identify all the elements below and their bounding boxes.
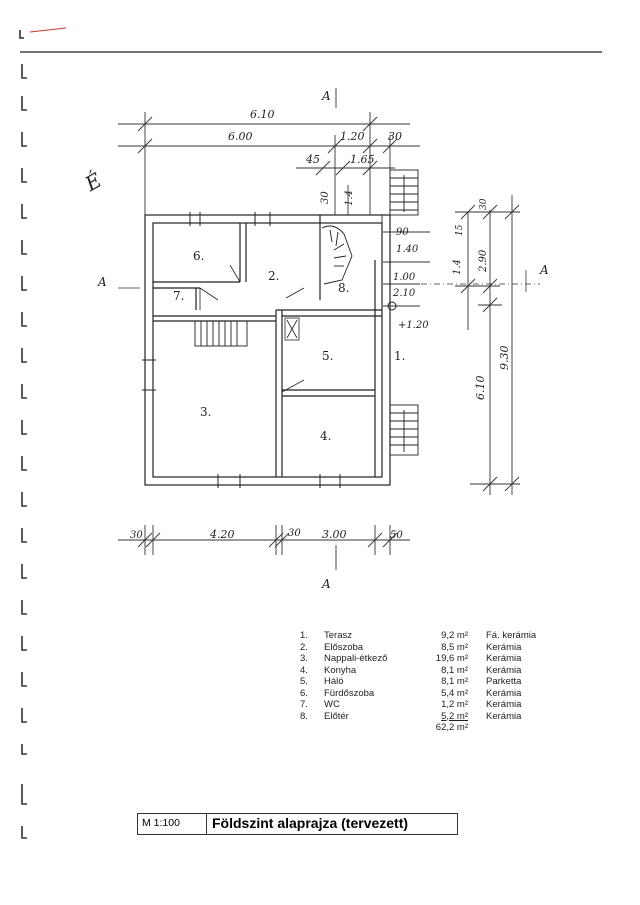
legend-row: 5. Háló 8,1 m² Parketta [296, 676, 540, 688]
legend-material: Kerámia [486, 687, 522, 699]
legend-num: 7. [300, 699, 308, 710]
dim-right-a: 90 [396, 227, 409, 238]
legend-material: Kerámia [486, 653, 522, 664]
north-label: É [80, 168, 106, 197]
section-label-top: A [321, 89, 331, 103]
room-label-2: 2. [268, 269, 279, 283]
legend-material: Kerámia [486, 641, 522, 653]
legend-name: Nappali-étkező [324, 653, 388, 664]
title-block: M 1:100 Földszint alaprajza (tervezett) [137, 813, 458, 835]
building-walls [144, 214, 391, 486]
legend-material: Kerámia [486, 710, 522, 722]
room-label-1: 1. [394, 349, 405, 363]
top-dimensions [118, 88, 420, 215]
legend-name: Előszoba [324, 641, 364, 653]
room-label-3: 3. [200, 405, 211, 419]
legend-area-value: 5,2 m² [441, 710, 468, 722]
legend-material: Kerámia [486, 699, 522, 710]
dim-vert-a: 1.4 [452, 259, 463, 275]
dim-vert-c: 15 [455, 224, 465, 236]
legend-area: 8,1 m² [441, 664, 468, 676]
door-swings [199, 264, 305, 393]
legend-name: WC [324, 699, 340, 710]
section-label-bottom: A [321, 577, 331, 591]
dim-right-d: 2.10 [392, 288, 416, 299]
legend-num: 3. [300, 653, 308, 664]
dim-top-right: 30 [388, 130, 402, 143]
legend-num: 5. [300, 676, 308, 687]
legend-area: 5,4 m² [441, 687, 468, 699]
dim-right-b: 1.40 [396, 244, 419, 255]
dim-top-total: 6.10 [250, 108, 275, 121]
legend-material: Fá. kerámia [486, 630, 537, 641]
room-legend-table: 1. Terasz 9,2 m² Fá. kerámia 2. Előszoba 8,5 … [296, 630, 540, 734]
room-label-4: 4. [320, 429, 331, 443]
legend-name: Fürdőszoba [324, 687, 375, 699]
dim-right-c: 1.00 [393, 272, 416, 283]
legend-material: Kerámia [486, 664, 522, 676]
dim-second-b: 1.65 [350, 153, 375, 166]
legend-name: Előtér [324, 710, 349, 722]
legend-material: Parketta [486, 676, 522, 687]
dim-top-mid: 1.20 [340, 130, 365, 143]
legend-area: 19,6 m² [435, 653, 468, 664]
legend-row: 3. Nappali-étkező 19,6 m² Kerámia [296, 653, 540, 665]
legend-row: 4. Konyha 8,1 m² Kerámia [296, 665, 540, 677]
bottom-dimensions [118, 525, 410, 570]
dim-bottom-e: 50 [390, 530, 403, 541]
legend-total: 62,2 m² [435, 722, 468, 733]
right-dimensions [383, 195, 520, 495]
section-label-right: A [539, 263, 549, 277]
legend-num: 2. [300, 641, 308, 653]
dim-top-left: 6.00 [228, 130, 253, 143]
legend-name: Háló [324, 676, 344, 687]
elevation-marker [387, 301, 397, 311]
dim-bottom-b: 4.20 [209, 528, 235, 541]
legend-area: 1,2 m² [441, 699, 468, 710]
legend-num: 6. [300, 687, 308, 699]
interior-stairs [194, 225, 353, 347]
dim-stair-b: 1.4 [344, 190, 355, 206]
binder-marks [19, 30, 27, 839]
section-label-left: A [97, 275, 107, 289]
dim-vert-e: 9.30 [498, 346, 511, 371]
legend-row: 1. Terasz 9,2 m² Fá. kerámia [296, 630, 540, 642]
dim-bottom-c: 30 [288, 528, 301, 539]
room-label-5: 5. [322, 349, 333, 363]
room-label-8: 8. [338, 281, 349, 295]
dim-bottom-d: 3.00 [322, 528, 347, 541]
legend-total-row: 62,2 m² [296, 722, 540, 734]
room-label-6: 6. [193, 249, 204, 263]
legend-num: 4. [300, 664, 308, 676]
section-line [118, 270, 540, 292]
legend-num: 1. [300, 630, 308, 641]
legend-row: 6. Fürdőszoba 5,4 m² Kerámia [296, 688, 540, 700]
dim-second-a: 45 [305, 153, 320, 166]
room-label-7: 7. [173, 289, 184, 303]
exterior-stairs [381, 169, 419, 477]
legend-area: 8,5 m² [441, 641, 468, 653]
scale-label: M 1:100 [137, 814, 207, 834]
dim-vert-b: 2.90 [478, 249, 489, 273]
elevation-label: +1.20 [398, 320, 429, 331]
dim-stair-a: 30 [320, 191, 331, 204]
legend-row: 8. Előtér 5,2 m² Kerámia [296, 711, 540, 723]
legend-name: Konyha [324, 664, 357, 676]
legend-name: Terasz [324, 630, 352, 641]
drawing-title: Földszint alaprajza (tervezett) [207, 814, 458, 834]
legend-area: 9,2 m² [441, 630, 468, 641]
legend-row: 7. WC 1,2 m² Kerámia [296, 699, 540, 711]
legend-area: 5,2 m² [418, 711, 472, 723]
legend-row: 2. Előszoba 8,5 m² Kerámia [296, 642, 540, 654]
dim-vert-f: 6.10 [474, 376, 487, 401]
dim-bottom-a: 30 [130, 530, 143, 541]
legend-num: 8. [300, 710, 308, 722]
window-marks [142, 212, 341, 488]
dim-vert-d: 30 [479, 198, 489, 210]
legend-area: 8,1 m² [441, 676, 468, 687]
